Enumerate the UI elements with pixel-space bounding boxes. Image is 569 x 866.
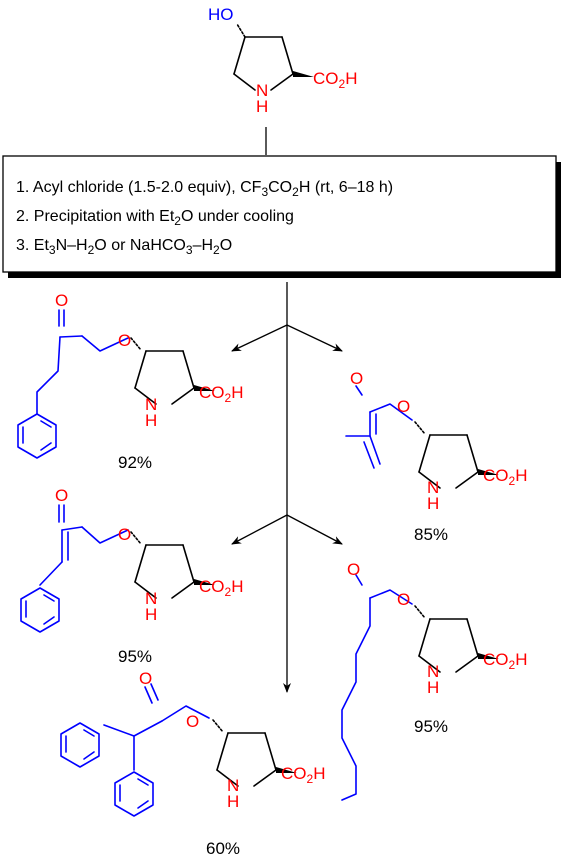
nh-label: N [227,776,239,795]
nh-label: N [256,81,268,100]
nh-hydrogen: H [427,678,439,697]
nh-hydrogen: H [256,97,268,116]
yield-label: 95% [414,717,448,736]
nh-label: N [427,662,439,681]
ester-o: O [118,525,131,544]
condition-step-1: 1. Acyl chloride (1.5-2.0 equiv), CF3CO2… [16,179,393,199]
reaction-arrows [231,282,343,693]
acid-label: CO2H [199,383,243,405]
product-diphenylacetate: O O N H CO2H 60% [60,669,325,858]
acid-label: CO2H [483,466,527,488]
nh-label: N [145,589,157,608]
nh-hydrogen: H [145,411,157,430]
carbonyl-o: O [55,291,68,310]
ester-o: O [397,397,410,416]
ester-o: O [186,712,199,731]
product-octanoate: O O N H CO2H 95% [341,560,527,801]
ester-o: O [118,331,131,350]
nh-hydrogen: H [227,792,239,811]
nh-hydrogen: H [427,494,439,513]
nh-label: N [427,478,439,497]
hydroxy-label: HO [208,5,234,24]
acid-label: CO2H [199,577,243,599]
acid-label: CO2H [313,69,357,91]
ester-o: O [397,590,410,609]
condition-step-3: 3. Et3N–H2O or NaHCO3–H2O [16,237,232,257]
nh-label: N [145,395,157,414]
acid-label: CO2H [483,650,527,672]
yield-label: 95% [118,647,152,666]
starting-material: HO N H CO2H [208,5,357,116]
carbonyl-o: O [55,486,68,505]
nh-hydrogen: H [145,605,157,624]
carbonyl-o: O [350,369,363,388]
conditions-box: 1. Acyl chloride (1.5-2.0 equiv), CF3CO2… [2,155,561,278]
product-methacrylate: O O N H CO2H 85% [345,369,527,544]
yield-label: 60% [206,839,240,858]
acid-label: CO2H [281,764,325,786]
yield-label: 92% [118,453,152,472]
condition-step-2: 2. Precipitation with Et2O under cooling [16,208,294,228]
product-cinnamate: O O N H CO2H 95% [20,486,243,666]
carbonyl-o: O [139,669,152,688]
carbonyl-o: O [347,560,360,579]
product-hydrocinnamate: O O N H CO2H 92% [17,291,243,472]
yield-label: 85% [414,525,448,544]
